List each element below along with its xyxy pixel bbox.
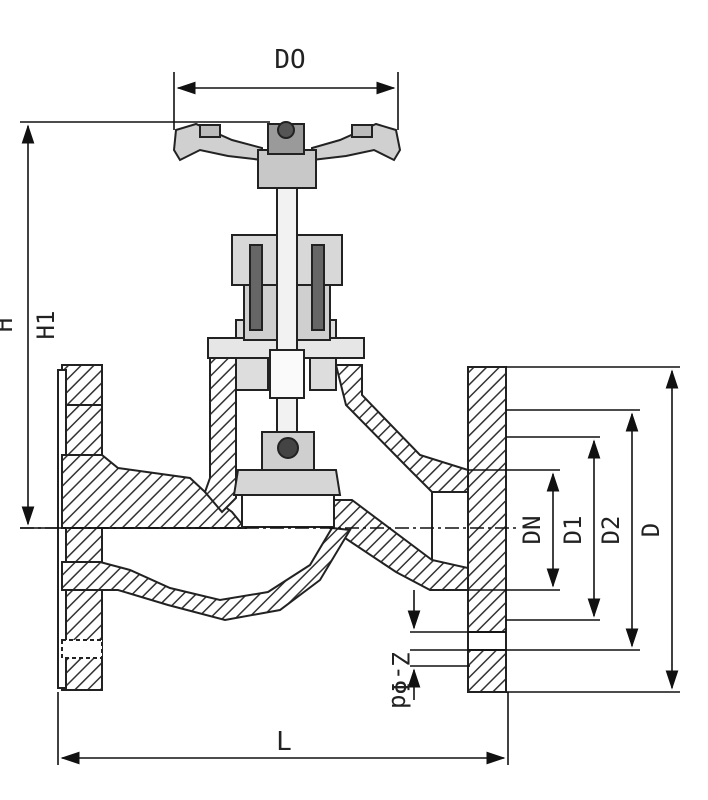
bolt-hole-left bbox=[61, 639, 103, 659]
bonnet bbox=[207, 234, 365, 391]
dim-label-do: DO bbox=[274, 45, 305, 75]
seat-partition bbox=[324, 499, 469, 591]
dim-label-h: H bbox=[0, 318, 18, 332]
dim-label-d1: D1 bbox=[559, 516, 587, 545]
dim-label-h1: H1 bbox=[32, 311, 60, 340]
bolt-hole-top bbox=[467, 631, 507, 651]
body-neck-left bbox=[203, 354, 237, 514]
dim-label-d2: D2 bbox=[597, 516, 625, 545]
valve-body bbox=[57, 354, 507, 693]
handwheel bbox=[172, 121, 402, 189]
dim-label-z-phi-d: Z-Φd bbox=[386, 651, 414, 709]
dim-label-d: D bbox=[637, 523, 665, 537]
stem bbox=[269, 149, 305, 451]
dim-label-dn: DN bbox=[518, 516, 546, 545]
dimension-lines bbox=[20, 72, 680, 765]
disc bbox=[232, 431, 342, 528]
body-diagonal-right bbox=[334, 364, 469, 493]
body-lower bbox=[61, 526, 352, 622]
dim-label-l: L bbox=[276, 727, 292, 757]
